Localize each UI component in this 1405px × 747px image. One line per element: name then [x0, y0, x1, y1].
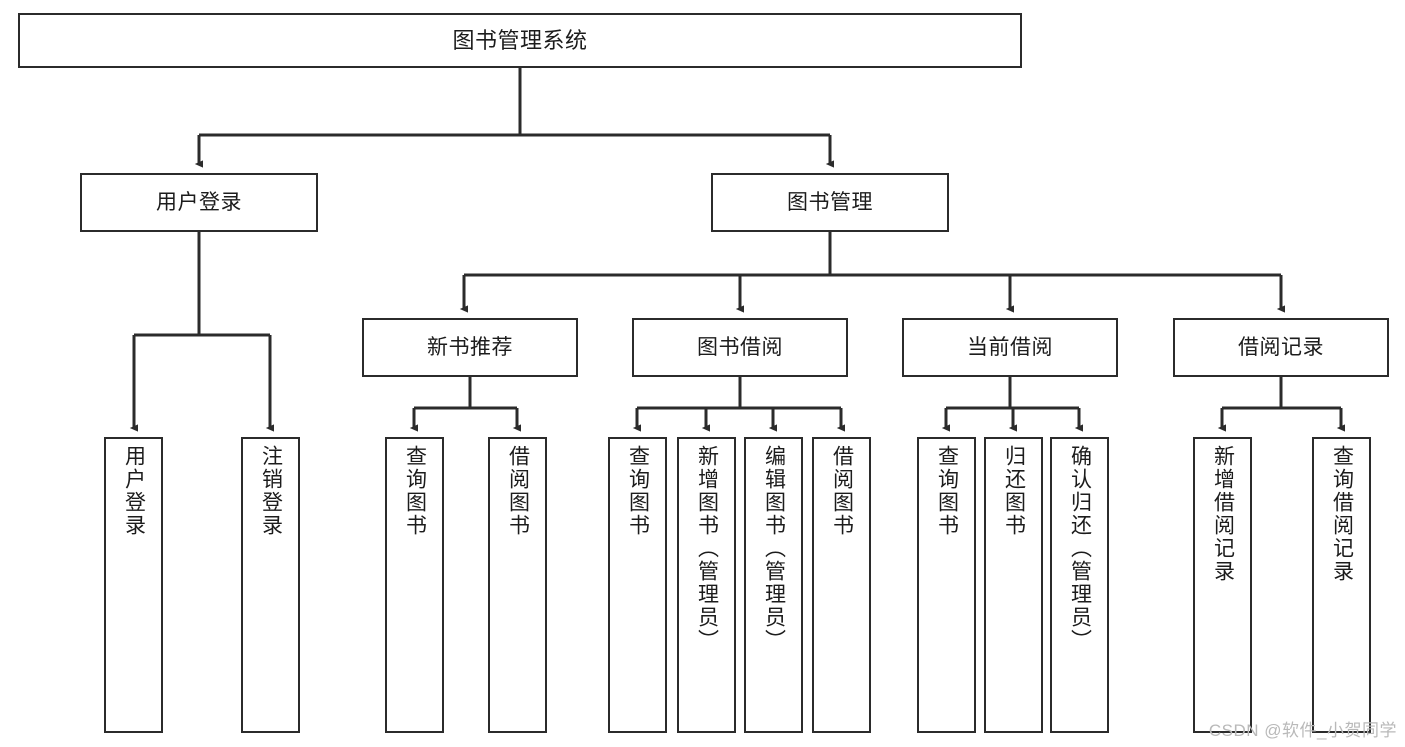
node-book-management[interactable]: 图书管理 [711, 173, 949, 232]
leaf-borrow-add-book-admin[interactable]: 新增图书（管理员） [677, 437, 736, 733]
leaf-record-add-record[interactable]: 新增借阅记录 [1193, 437, 1252, 733]
node-label: 图书管理系统 [452, 27, 588, 53]
watermark-text: CSDN @软件_小贺同学 [1208, 721, 1397, 740]
node-label: 新书推荐 [427, 336, 513, 359]
node-label: 编辑图书（管理员） [762, 445, 786, 652]
node-root-system[interactable]: 图书管理系统 [18, 13, 1022, 68]
leaf-current-confirm-return-admin[interactable]: 确认归还（管理员） [1050, 437, 1109, 733]
node-label: 新增图书（管理员） [695, 445, 719, 652]
node-book-borrow[interactable]: 图书借阅 [632, 318, 848, 377]
node-borrow-record[interactable]: 借阅记录 [1173, 318, 1389, 377]
node-label: 用户登录 [122, 445, 146, 537]
node-label: 图书管理 [787, 191, 873, 214]
node-label: 查询图书 [403, 445, 427, 537]
node-user-login[interactable]: 用户登录 [80, 173, 318, 232]
node-label: 新增借阅记录 [1211, 445, 1235, 583]
node-label: 查询图书 [935, 445, 959, 537]
leaf-current-return-book[interactable]: 归还图书 [984, 437, 1043, 733]
node-label: 用户登录 [156, 191, 242, 214]
leaf-current-query-book[interactable]: 查询图书 [917, 437, 976, 733]
node-label: 注销登录 [259, 445, 283, 537]
node-label: 借阅记录 [1238, 336, 1324, 359]
node-label: 借阅图书 [830, 445, 854, 537]
node-label: 借阅图书 [506, 445, 530, 537]
node-label: 图书借阅 [697, 336, 783, 359]
leaf-borrow-edit-book-admin[interactable]: 编辑图书（管理员） [744, 437, 803, 733]
node-label: 查询图书 [626, 445, 650, 537]
node-label: 当前借阅 [967, 336, 1053, 359]
leaf-user-login-login[interactable]: 用户登录 [104, 437, 163, 733]
node-label: 确认归还（管理员） [1068, 445, 1092, 652]
leaf-record-query-record[interactable]: 查询借阅记录 [1312, 437, 1371, 733]
leaf-borrow-borrow-book[interactable]: 借阅图书 [812, 437, 871, 733]
node-new-book-recommend[interactable]: 新书推荐 [362, 318, 578, 377]
node-current-borrow[interactable]: 当前借阅 [902, 318, 1118, 377]
leaf-new-book-borrow[interactable]: 借阅图书 [488, 437, 547, 733]
leaf-borrow-query-book[interactable]: 查询图书 [608, 437, 667, 733]
node-label: 查询借阅记录 [1330, 445, 1354, 583]
node-label: 归还图书 [1002, 445, 1026, 537]
leaf-user-login-logout[interactable]: 注销登录 [241, 437, 300, 733]
leaf-new-book-query[interactable]: 查询图书 [385, 437, 444, 733]
